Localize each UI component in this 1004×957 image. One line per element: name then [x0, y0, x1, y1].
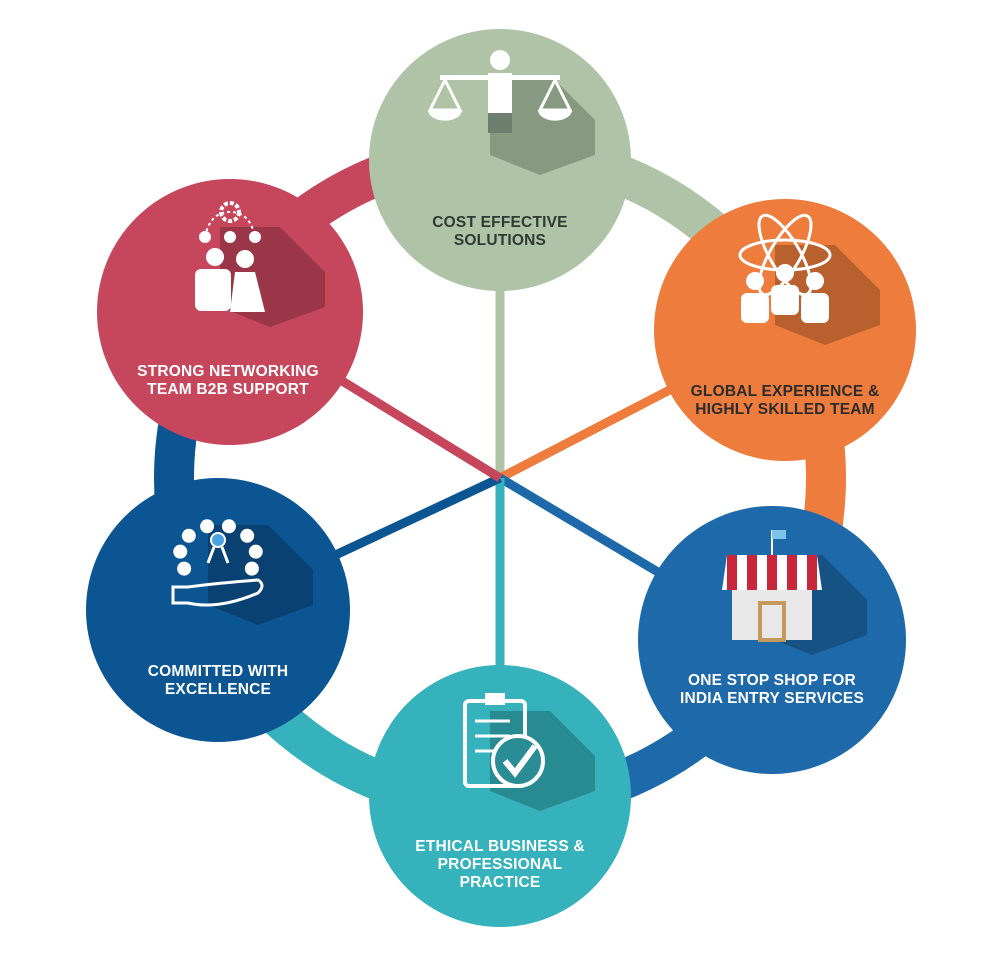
awning-stripe [727, 555, 737, 590]
label-line: PRACTICE [459, 874, 541, 891]
network-team-icon [195, 201, 325, 327]
person-body [801, 293, 829, 323]
person-head [236, 250, 254, 268]
person-head [206, 248, 224, 266]
label-line: STRONG NETWORKING [137, 363, 319, 380]
label-cost-effective: COST EFFECTIVE SOLUTIONS [390, 214, 610, 250]
dot [200, 519, 215, 534]
node-circle-committed [86, 478, 350, 742]
awning-stripe [767, 555, 777, 590]
label-line: EXCELLENCE [164, 681, 272, 698]
label-line: ONE STOP SHOP FOR [688, 672, 856, 689]
hand [171, 578, 264, 607]
shop-icon [722, 530, 867, 655]
flag [772, 530, 786, 539]
label-line: TEAM B2B SUPPORT [147, 381, 309, 398]
label-line: HIGHLY SKILLED TEAM [695, 401, 875, 418]
person-body [771, 285, 799, 315]
dot [244, 561, 259, 576]
label-line: ETHICAL BUSINESS & [415, 838, 585, 855]
person-body [195, 269, 231, 311]
dot [181, 528, 196, 543]
label-one-stop-shop: ONE STOP SHOP FOR INDIA ENTRY SERVICES [662, 672, 882, 708]
label-line: SOLUTIONS [453, 232, 547, 249]
label-committed-excellence: COMMITTED WITH EXCELLENCE [108, 663, 328, 699]
shop-wall [732, 590, 812, 640]
gear [219, 201, 241, 223]
label-strong-networking: STRONG NETWORKING TEAM B2B SUPPORT [118, 363, 338, 399]
node-circle-ethical [369, 665, 631, 927]
label-line: COMMITTED WITH [147, 663, 289, 680]
person-body [230, 272, 265, 312]
scale-pans [428, 110, 572, 121]
label-line: COST EFFECTIVE [432, 214, 568, 231]
link-lines [204, 210, 256, 238]
label-line: GLOBAL EXPERIENCE & [690, 383, 880, 400]
label-ethical-business: ETHICAL BUSINESS & PROFESSIONAL PRACTICE [390, 838, 610, 892]
node-dot [249, 231, 261, 243]
node-circle-cost [369, 29, 631, 291]
person-head [776, 264, 794, 282]
dot [173, 544, 188, 559]
awning-stripe [747, 555, 757, 590]
person-body [741, 293, 769, 323]
dot [248, 544, 263, 559]
person-head [746, 272, 764, 290]
dot [221, 519, 236, 534]
person-head [806, 272, 824, 290]
team-atom-icon [738, 213, 880, 345]
awning-stripe [807, 555, 817, 590]
clip [485, 693, 505, 705]
node-circle-global [654, 199, 916, 461]
icon-shadow [490, 75, 595, 175]
hand-award-icon [171, 519, 313, 625]
award-medal [210, 532, 226, 548]
clipboard-check-icon [463, 693, 595, 811]
label-global-experience: GLOBAL EXPERIENCE & HIGHLY SKILLED TEAM [675, 383, 895, 419]
awning-stripe [787, 555, 797, 590]
dot [240, 528, 255, 543]
shirt [488, 73, 512, 113]
shop-door [758, 601, 786, 642]
check-mark [502, 744, 538, 778]
dot [177, 561, 192, 576]
award-ribbon [206, 546, 230, 564]
check-circle [491, 734, 545, 788]
node-dot [224, 231, 236, 243]
scales-businessman-icon [427, 50, 595, 175]
label-line: PROFESSIONAL [437, 856, 563, 873]
head [490, 50, 510, 70]
label-line: INDIA ENTRY SERVICES [679, 690, 864, 707]
